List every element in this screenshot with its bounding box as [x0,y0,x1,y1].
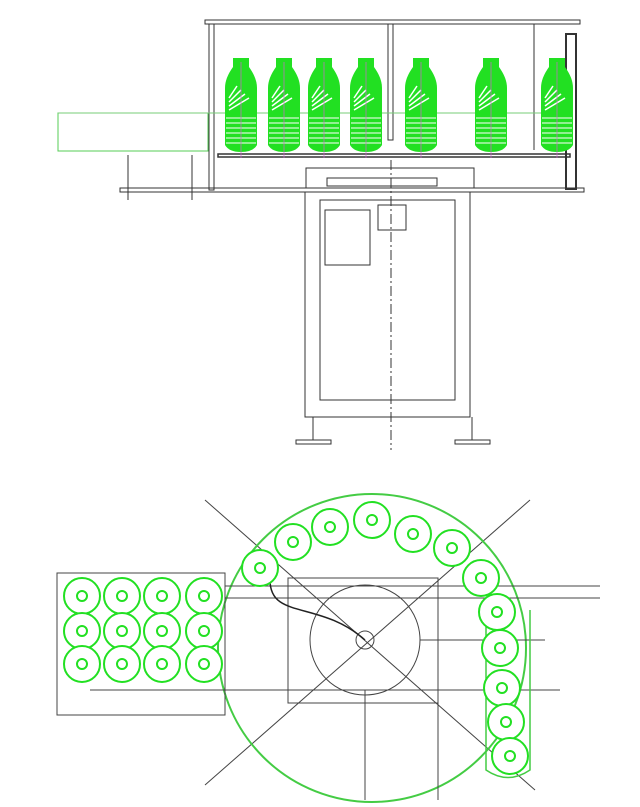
containers-group [63,501,529,775]
container-top-view [103,645,141,683]
bottle [475,58,507,158]
container-top-view [462,559,500,597]
bottle [268,58,300,158]
container-top-view [394,515,432,553]
turntable-disc [217,493,527,803]
container-top-view [487,703,525,741]
infeed-conveyor [57,112,209,152]
container-top-view [353,501,391,539]
diagonal-1 [204,499,536,791]
container-top-view [478,593,516,631]
container-top-view [63,577,101,615]
container-top-view [491,737,529,775]
container-top-view [103,577,141,615]
hub-gear [326,177,438,187]
cable [269,579,366,641]
bottle [350,58,382,158]
container-top-view [241,549,279,587]
container-top-view [311,508,349,546]
center-shaft [355,630,375,650]
stand-frame [304,191,471,418]
container-top-view [185,612,223,650]
container-top-view [481,629,519,667]
frame-square [287,577,439,704]
container-top-view [185,577,223,615]
diagonal-2 [204,499,531,786]
bottle [308,58,340,158]
container-top-view [185,645,223,683]
container-top-view [143,645,181,683]
left-foot [295,439,332,445]
bottle [225,58,257,158]
container-top-view [63,645,101,683]
plan-view [56,493,600,803]
motor-box [324,209,371,266]
container-top-view [274,523,312,561]
gearbox [377,204,407,231]
base-plate [119,187,585,193]
top-frame-bar [204,19,581,25]
container-top-view [483,669,521,707]
turntable-plate [217,153,571,158]
container-top-view [143,577,181,615]
infeed-table [56,572,226,716]
container-top-view [63,612,101,650]
bottle [405,58,437,158]
container-top-view [433,529,471,567]
container-top-view [143,612,181,650]
center-post [387,23,394,141]
left-post [208,23,215,191]
outfeed-channel [485,610,531,779]
bottle [541,58,573,158]
bottles-group [225,58,573,158]
right-foot [454,439,491,445]
container-top-view [103,612,141,650]
